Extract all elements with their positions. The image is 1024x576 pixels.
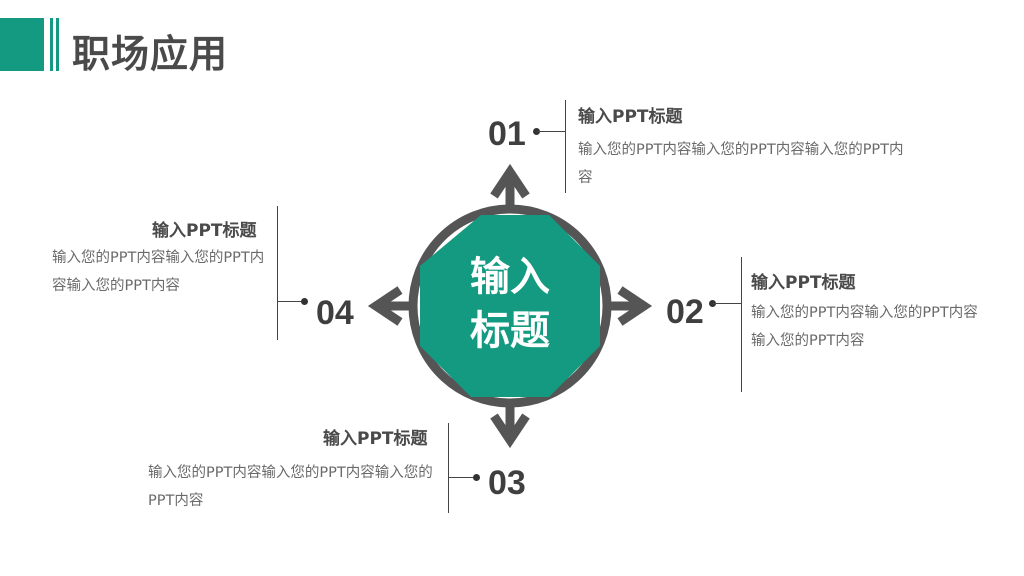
center-octagon xyxy=(420,215,600,397)
connector-line xyxy=(448,477,475,478)
divider-line xyxy=(277,206,278,340)
item-number-03: 03 xyxy=(488,464,526,502)
item-body-02: 输入您的PPT内容输入您的PPT内容输入您的PPT内容 xyxy=(751,305,978,349)
connector-line xyxy=(537,131,565,132)
arrow-left-head xyxy=(367,286,403,326)
header-accent-bar xyxy=(56,18,59,71)
connector-dot xyxy=(709,300,716,307)
divider-line xyxy=(448,423,449,513)
center-label-line2: 标题 xyxy=(470,308,550,354)
divider-line xyxy=(565,100,566,193)
center-label: 输入 标题 xyxy=(446,250,574,358)
item-number-02: 02 xyxy=(666,293,704,331)
item-title-01: 输入PPT标题 xyxy=(578,107,683,127)
item-title-04: 输入PPT标题 xyxy=(152,221,257,241)
arrow-down-head xyxy=(490,413,530,449)
arrow-right-head xyxy=(617,286,653,326)
connector-dot xyxy=(301,298,308,305)
connector-line xyxy=(713,303,741,304)
arrow-up-head xyxy=(490,163,530,199)
item-number-01: 01 xyxy=(488,115,526,153)
center-label-line1: 输入 xyxy=(470,254,550,300)
item-title-02: 输入PPT标题 xyxy=(751,273,856,293)
item-title-03: 输入PPT标题 xyxy=(323,429,428,449)
item-body-03: 输入您的PPT内容输入您的PPT内容输入您的PPT内容 xyxy=(148,465,433,509)
connector-line xyxy=(277,301,303,302)
item-body-04: 输入您的PPT内容输入您的PPT内容输入您的PPT内容 xyxy=(52,250,265,294)
connector-dot xyxy=(473,474,480,481)
connector-dot xyxy=(533,128,540,135)
divider-line xyxy=(741,257,742,392)
header-accent-block xyxy=(0,18,44,71)
page-title: 职场应用 xyxy=(72,32,229,76)
header-accent-bar xyxy=(50,18,53,71)
item-body-01: 输入您的PPT内容输入您的PPT内容输入您的PPT内容 xyxy=(578,142,904,186)
item-number-04: 04 xyxy=(316,294,354,332)
outer-ring xyxy=(408,204,612,408)
